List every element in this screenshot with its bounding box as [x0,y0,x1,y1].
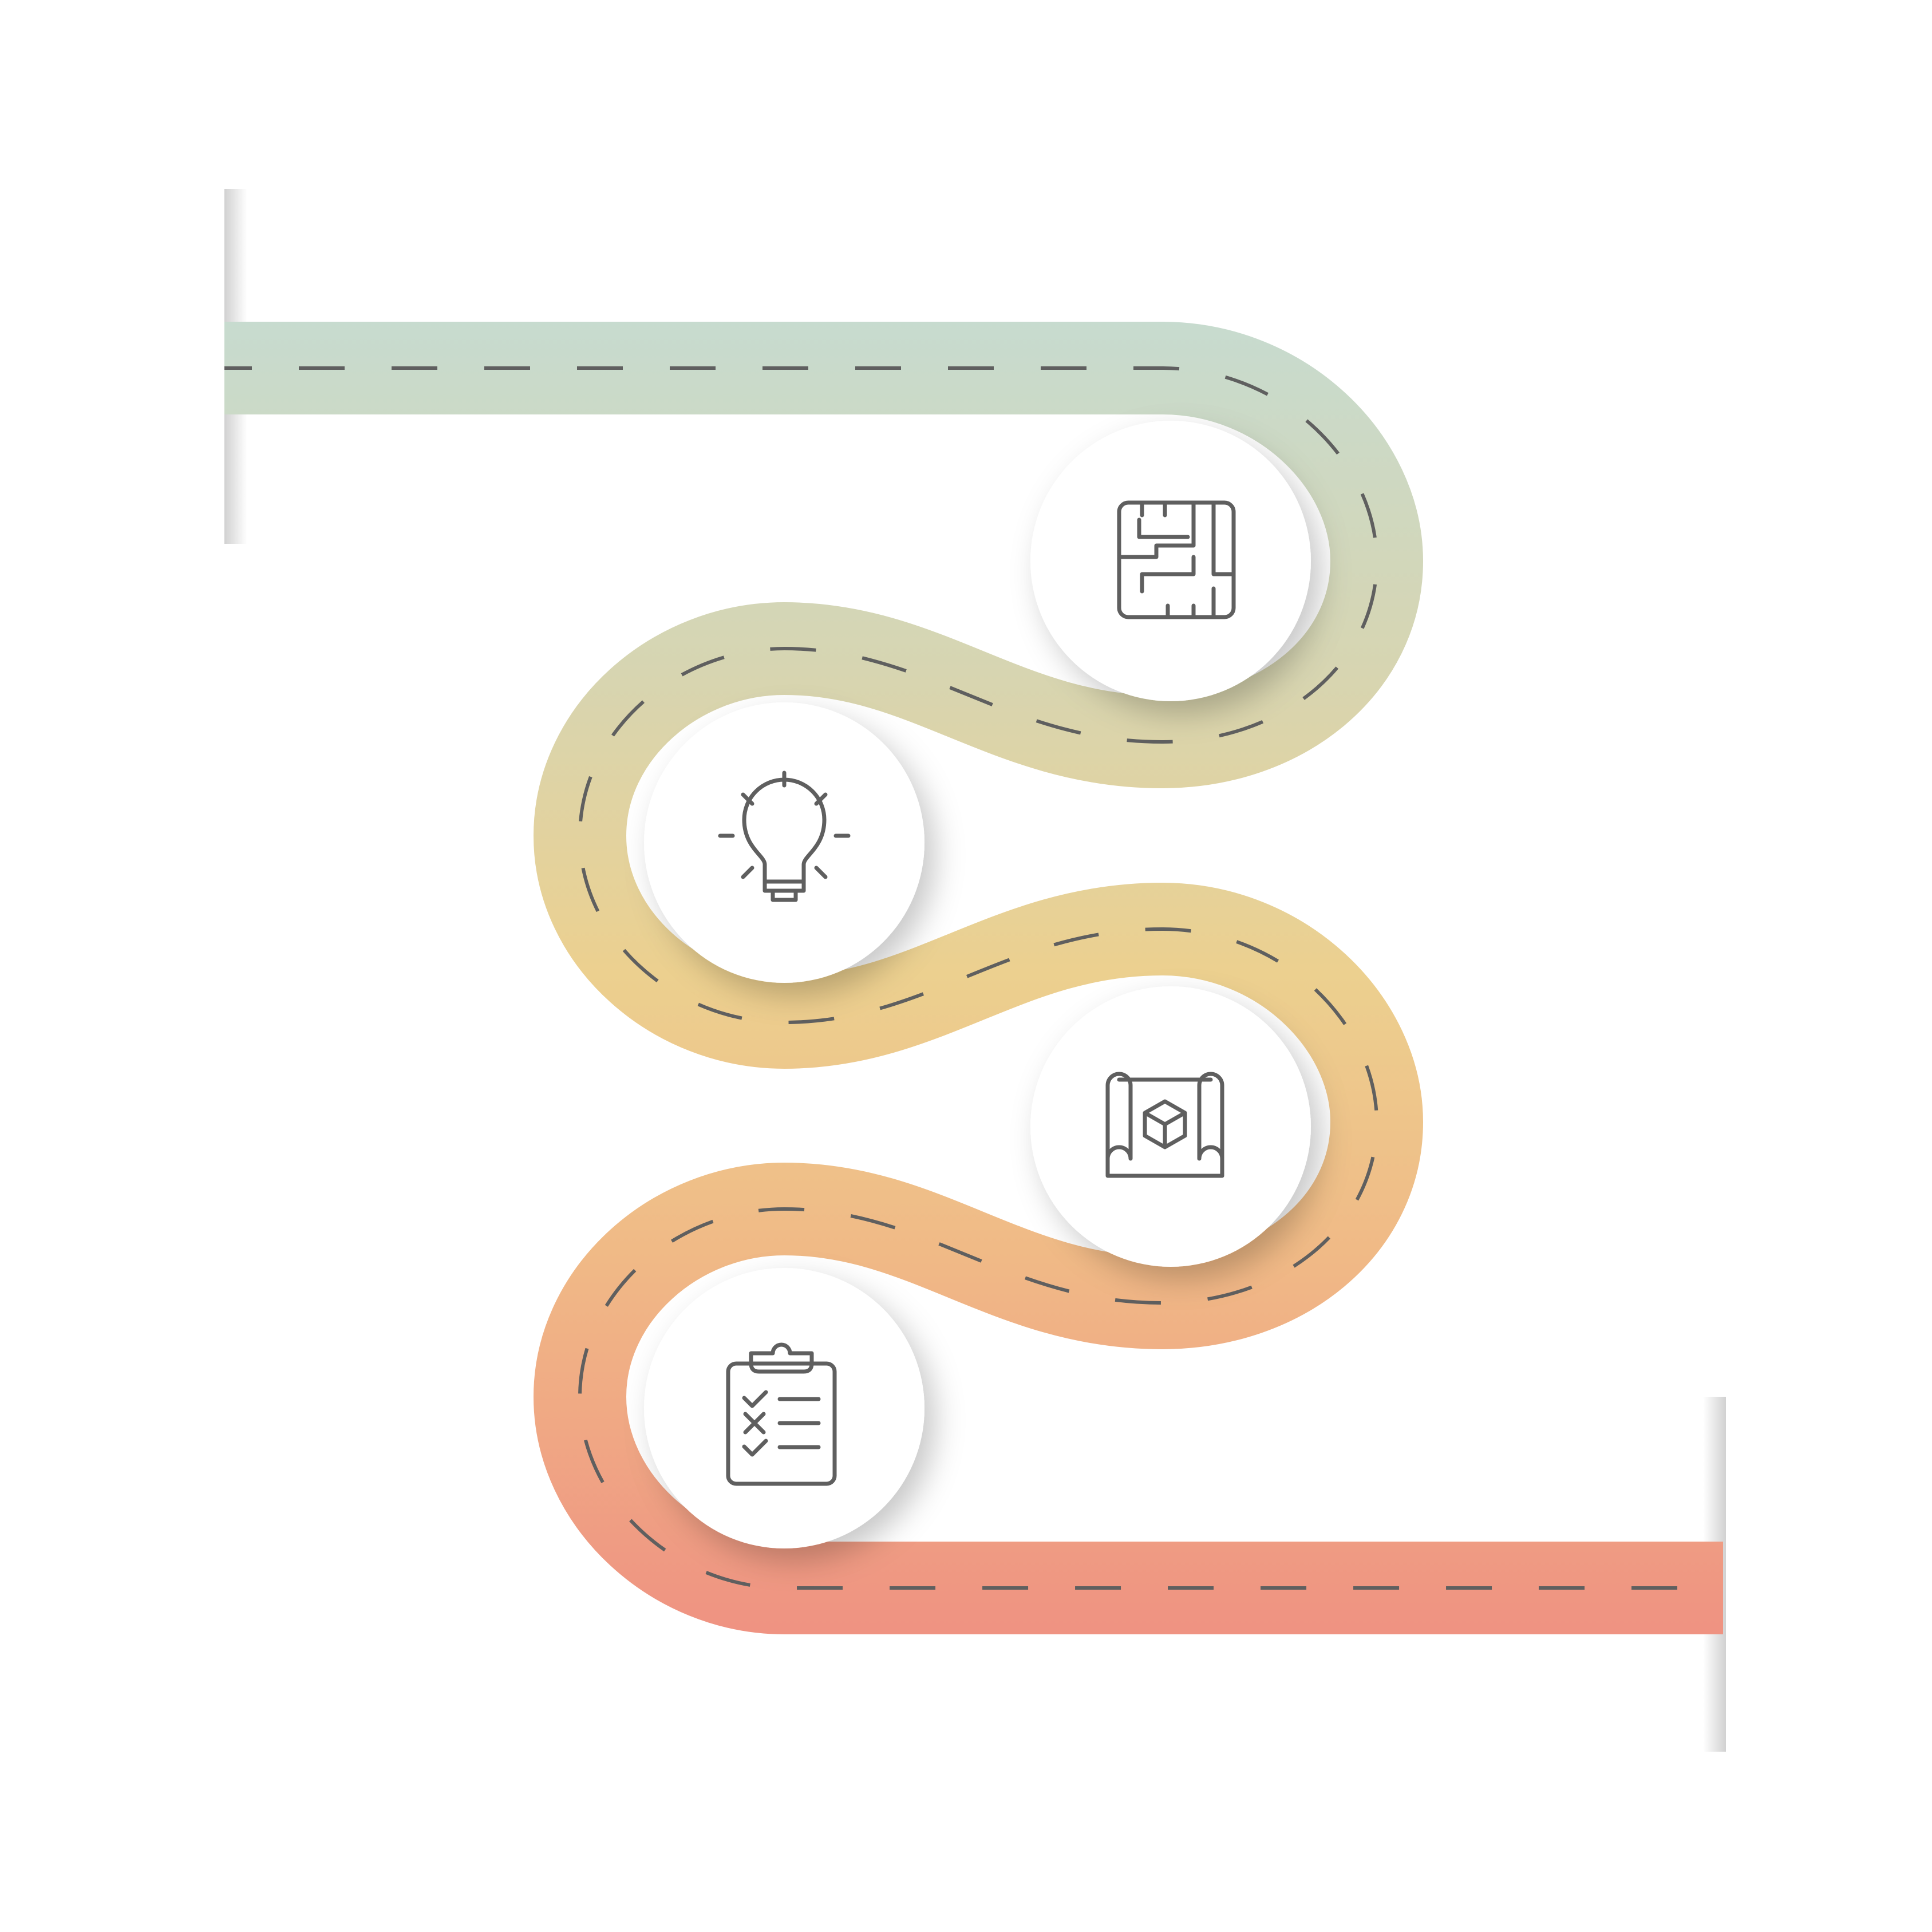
step-1 [1030,421,1311,701]
road [224,322,1723,1634]
step-2-circle [644,702,924,983]
lightbulb-icon [718,771,851,902]
blueprint-icon [1105,1072,1224,1178]
step-3 [1030,986,1311,1267]
step-4 [644,1268,924,1548]
step-4-circle [644,1268,924,1548]
step-3-circle [1030,986,1311,1267]
checklist-icon [726,1342,837,1486]
step-2 [644,702,924,983]
maze-icon [1117,500,1236,619]
step-1-circle [1030,421,1311,701]
road-centre-line [224,366,1723,1590]
